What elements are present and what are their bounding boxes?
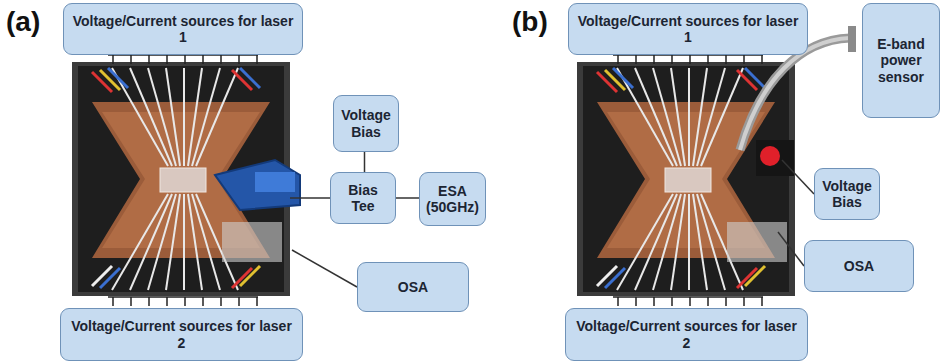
box-label: ESA (50GHz) (426, 183, 479, 215)
equipment-box: Voltage/Current sources for laser 2 (60, 308, 303, 361)
equipment-box: Voltage Bias (814, 168, 880, 220)
box-label: Voltage/Current sources for laser 1 (70, 13, 296, 45)
box-label: E-band power sensor (869, 36, 933, 84)
box-label: Voltage Bias (821, 178, 873, 210)
box-label: Voltage Bias (340, 107, 392, 139)
box-label: Voltage/Current sources for laser 2 (67, 318, 296, 350)
cable-line (396, 197, 419, 199)
equipment-box: Voltage/Current sources for laser 1 (568, 3, 808, 55)
panel-label: (b) (512, 6, 548, 38)
cable-line (364, 152, 366, 172)
box-label: Voltage/Current sources for laser 1 (575, 13, 801, 45)
box-label: OSA (398, 279, 428, 295)
equipment-box: Voltage Bias (333, 95, 399, 152)
equipment-box: Voltage/Current sources for laser 2 (565, 308, 808, 361)
equipment-box: Voltage/Current sources for laser 1 (63, 3, 303, 55)
equipment-box: E-band power sensor (862, 3, 940, 118)
panel-label: (a) (6, 6, 40, 38)
box-label: Voltage/Current sources for laser 2 (572, 318, 801, 350)
box-label: Bias Tee (337, 182, 389, 214)
equipment-box: Bias Tee (330, 172, 396, 224)
equipment-box: ESA (50GHz) (419, 172, 486, 226)
equipment-box: OSA (804, 240, 914, 292)
box-label: OSA (844, 258, 874, 274)
equipment-box: OSA (357, 262, 469, 312)
